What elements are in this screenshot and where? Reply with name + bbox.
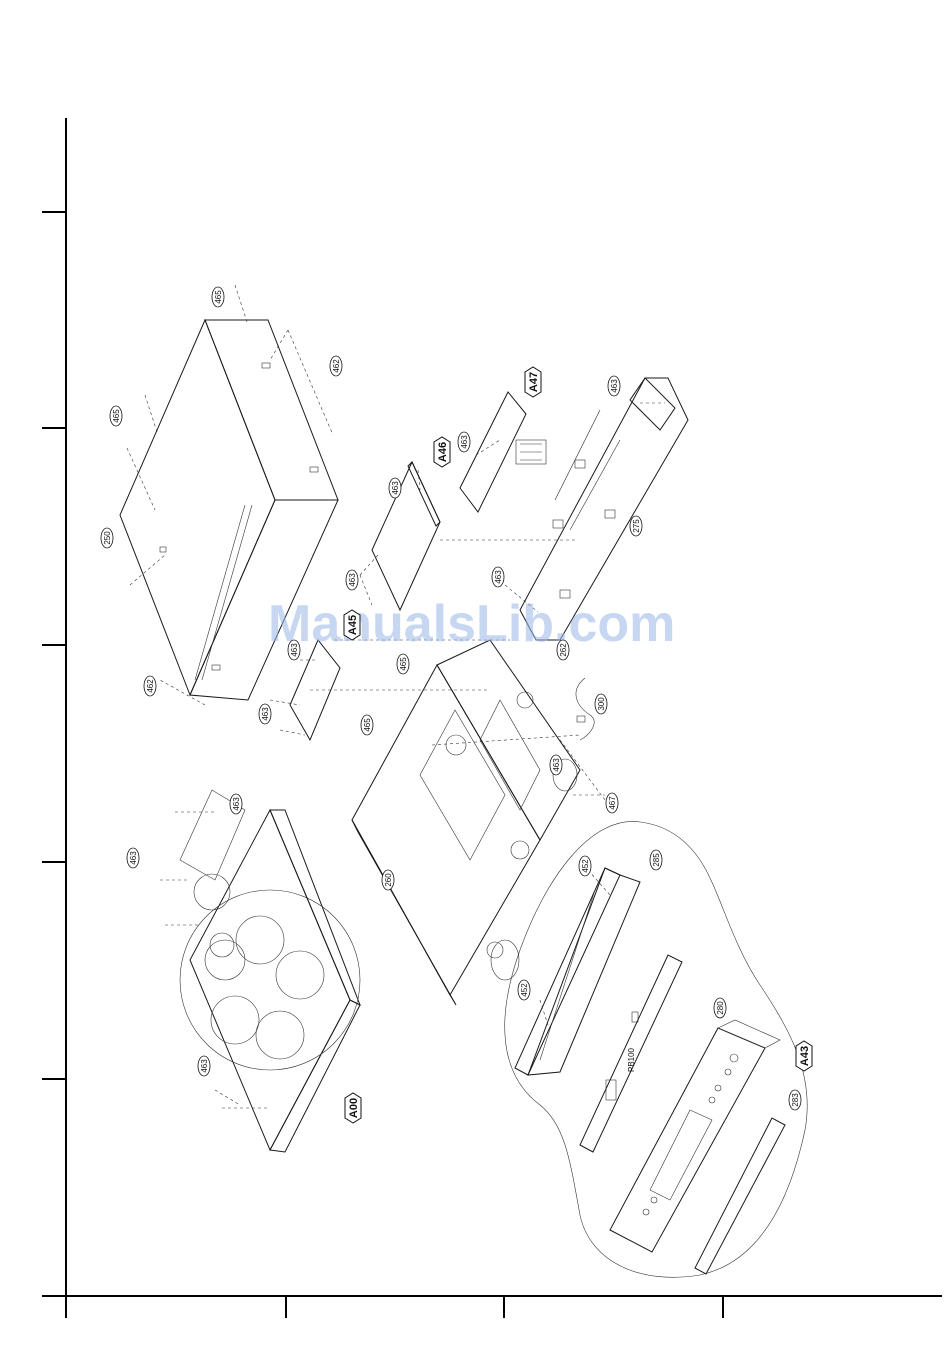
callout-463: 463	[608, 376, 620, 396]
callout-462: 462	[330, 356, 342, 376]
callout-452: 452	[579, 856, 591, 876]
callout-465: 465	[212, 287, 224, 307]
front-panel-group	[505, 821, 808, 1277]
watermark: ManualsLib.com	[268, 595, 675, 653]
callout-285: 285	[650, 850, 662, 870]
assembly-text: A00	[348, 1098, 360, 1118]
assembly-text: A46	[437, 442, 449, 462]
callout-text: 463	[610, 379, 619, 393]
board-label-pb100: PB100	[627, 1047, 636, 1072]
callout-text: 280	[716, 1001, 725, 1015]
callout-text: 452	[581, 859, 590, 873]
callout-467: 467	[606, 793, 618, 813]
callout-250: 250	[101, 528, 113, 548]
callout-text: 465	[399, 657, 408, 671]
callout-text: 467	[608, 796, 617, 810]
callout-text: 465	[214, 290, 223, 304]
callout-text: 463	[460, 435, 469, 449]
assembly-text: A45	[347, 615, 359, 635]
disc-mechanism-a00	[160, 790, 360, 1152]
callout-280: 280	[714, 998, 726, 1018]
callout-275: 275	[630, 516, 642, 536]
callout-text: 463	[261, 707, 270, 721]
assembly-a45: A45	[344, 610, 360, 640]
callout-463: 463	[288, 640, 300, 660]
assembly-a00: A00	[345, 1093, 361, 1123]
callout-text: 463	[348, 573, 357, 587]
callout-283: 283	[789, 1090, 801, 1110]
callout-text: 275	[632, 519, 641, 533]
callout-text: 300	[597, 697, 606, 711]
callout-300: 300	[595, 694, 607, 714]
board-label-text: PB100	[627, 1047, 636, 1072]
assembly-a43: A43	[796, 1041, 812, 1071]
callout-463: 463	[492, 567, 504, 587]
assembly-text: A43	[799, 1046, 811, 1066]
callout-262: 262	[557, 640, 569, 660]
callout-462: 462	[144, 676, 156, 696]
callout-text: 285	[652, 853, 661, 867]
callout-465: 465	[110, 406, 122, 426]
callout-text: 463	[552, 758, 561, 772]
callout-463: 463	[198, 1056, 210, 1076]
callout-text: 463	[391, 481, 400, 495]
callout-463: 463	[458, 432, 470, 452]
callout-465: 465	[397, 654, 409, 674]
callout-text: 463	[129, 851, 138, 865]
callout-text: 250	[103, 531, 112, 545]
callout-text: 463	[200, 1059, 209, 1073]
callout-text: 260	[384, 873, 393, 887]
callout-463: 463	[127, 848, 139, 868]
callout-452: 452	[518, 980, 530, 1000]
callout-text: 465	[112, 409, 121, 423]
callout-463: 463	[346, 570, 358, 590]
assembly-a46: A46	[434, 437, 450, 467]
page-frame	[42, 118, 942, 1318]
callout-text: 262	[559, 643, 568, 657]
assembly-a47: A47	[525, 367, 541, 397]
board-a47	[460, 392, 546, 512]
callout-463: 463	[389, 478, 401, 498]
callout-260: 260	[382, 870, 394, 890]
callout-text: 463	[232, 797, 241, 811]
assembly-text: A47	[528, 372, 540, 392]
callout-text: 463	[494, 570, 503, 584]
power-cord-300	[576, 678, 594, 740]
callout-text: 465	[363, 718, 372, 732]
callout-text: 462	[146, 679, 155, 693]
callout-text: 463	[290, 643, 299, 657]
part-callouts: 465 462 465 250 462 463 463 463	[101, 287, 801, 1110]
callout-463: 463	[230, 794, 242, 814]
callout-text: 452	[520, 983, 529, 997]
callout-463: 463	[259, 704, 271, 724]
callout-text: 462	[332, 359, 341, 373]
callout-465: 465	[361, 715, 373, 735]
callout-463: 463	[550, 755, 562, 775]
callout-text: 283	[791, 1093, 800, 1107]
